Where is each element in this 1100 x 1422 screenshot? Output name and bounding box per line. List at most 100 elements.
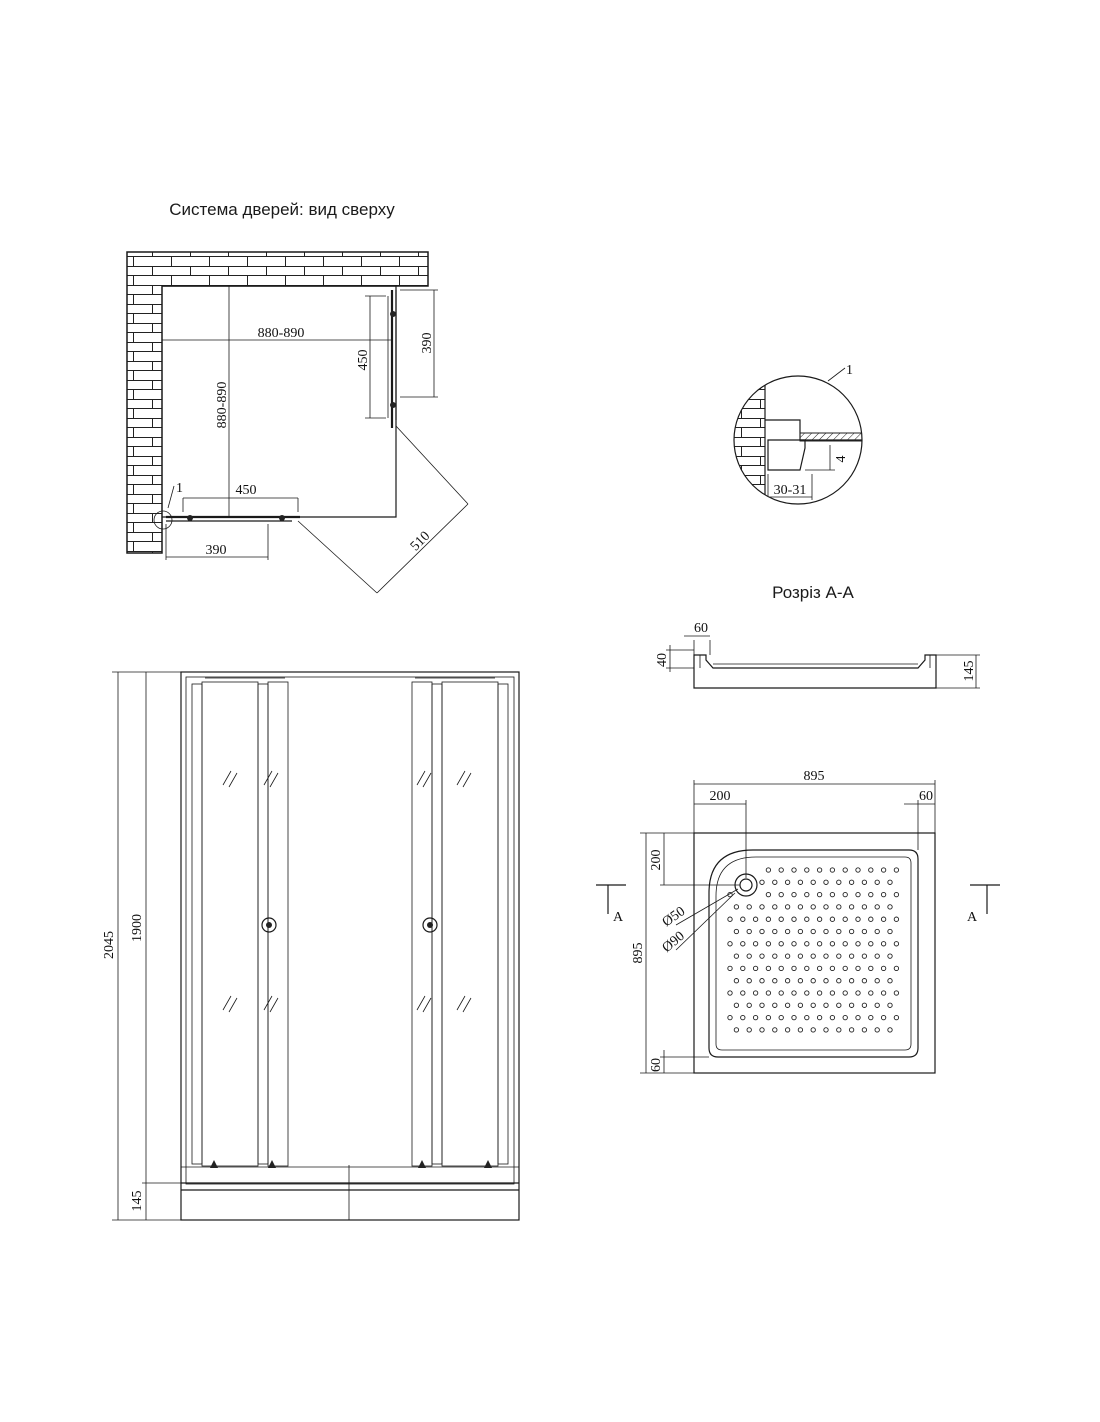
tray-dot	[874, 928, 880, 935]
tray-dot	[727, 990, 733, 996]
tray-dot	[810, 953, 816, 959]
tray-dot	[855, 965, 861, 972]
bottom-door: 450 390	[165, 483, 300, 560]
tray-dot	[893, 1014, 900, 1021]
tray-dot	[868, 941, 874, 947]
section-title: Розріз А-А	[772, 583, 854, 602]
tray-dot	[797, 879, 804, 885]
tray-dot	[810, 1002, 816, 1008]
tray-dot	[823, 978, 829, 984]
tray-dot	[759, 1002, 765, 1008]
tray-dot	[842, 867, 848, 873]
tray-dot	[740, 965, 746, 972]
tray-dot	[855, 916, 861, 922]
tray-dot	[893, 867, 900, 873]
tray-dot	[804, 916, 810, 922]
tray-dot	[778, 867, 784, 873]
tray-dot	[791, 990, 797, 996]
tray-dot	[829, 990, 836, 996]
depth-label: 880-890	[215, 382, 230, 429]
tray-dot	[727, 1014, 733, 1021]
tray-dot	[778, 941, 784, 947]
right-door-handle	[422, 917, 438, 933]
detail-width-label: 30-31	[774, 483, 807, 498]
tray-dot	[893, 891, 900, 898]
drain-d2-label: Ø90	[660, 929, 688, 956]
tray-dot	[880, 891, 887, 898]
tray-dot	[848, 904, 855, 910]
tray-dot	[880, 965, 887, 972]
rim-right-label: 60	[919, 789, 933, 804]
tray-dot	[816, 916, 823, 922]
tray-dot	[733, 978, 740, 984]
section-rim-width-label: 60	[694, 621, 708, 636]
tray-dot	[880, 916, 887, 922]
tray-dot	[733, 928, 740, 935]
detail-circle	[733, 375, 863, 505]
diagonal-ext-2	[297, 520, 378, 594]
detail-depth-label: 4	[834, 456, 849, 463]
tray-dot	[842, 916, 848, 922]
tray-dot	[759, 879, 765, 885]
tray-dot	[752, 941, 759, 947]
tray-dot	[752, 916, 759, 922]
tray-dot	[823, 953, 829, 959]
tray-dot	[778, 1014, 784, 1021]
tray-dot	[797, 953, 804, 959]
tray-dot	[887, 904, 893, 910]
tray-dot	[765, 891, 772, 898]
callout-circle	[153, 510, 173, 530]
tray-dot	[848, 928, 855, 935]
tray-dot	[868, 965, 874, 972]
tray-dot	[810, 1027, 816, 1033]
tray-dot	[752, 965, 759, 972]
tray-dot	[868, 990, 874, 996]
cut-marker-right: A	[967, 884, 1000, 925]
left-door-panels	[191, 677, 289, 1168]
tray-dot	[829, 916, 836, 922]
right-door-opening-label: 450	[356, 350, 371, 371]
detail-callout: 1	[846, 363, 853, 378]
tray-dot	[823, 879, 829, 885]
tray-dot	[829, 965, 836, 972]
tray-dot	[733, 904, 740, 910]
tray-dot	[880, 867, 887, 873]
tray-outline	[693, 832, 936, 1074]
tray-dot	[836, 1002, 842, 1008]
tray-dot	[733, 1002, 740, 1008]
callout-leader	[167, 485, 175, 509]
right-door-panels	[411, 677, 509, 1168]
tray-dot	[778, 916, 784, 922]
diagonal-ext-1	[395, 425, 469, 505]
tray-dot	[784, 904, 791, 910]
tray-dot	[842, 891, 848, 898]
tray-dot	[842, 965, 848, 972]
tray-dot	[893, 916, 900, 922]
tray-dot	[759, 953, 765, 959]
tray-dot	[765, 941, 772, 947]
rim-bottom-label: 60	[649, 1058, 664, 1072]
tray-dot	[810, 904, 816, 910]
tray-dot	[823, 1027, 829, 1033]
tray-dot	[823, 1002, 829, 1008]
tray-depth-label: 895	[631, 943, 646, 964]
bottom-door-opening-label: 450	[236, 483, 257, 498]
tray-dot	[759, 928, 765, 935]
bottom-door-fixed-label: 390	[206, 543, 227, 558]
tray-dot	[868, 867, 874, 873]
detail-leader	[827, 367, 846, 382]
tray-dot	[740, 916, 746, 922]
tray-dot	[836, 953, 842, 959]
tray-dot	[778, 965, 784, 972]
tray-dot	[804, 965, 810, 972]
tray-dot	[861, 978, 868, 984]
tray-dot	[791, 1014, 797, 1021]
tray-dot	[848, 953, 855, 959]
tray-dot	[874, 1002, 880, 1008]
tray-dot	[861, 1002, 868, 1008]
tray-dot	[772, 978, 778, 984]
tray-dot	[778, 990, 784, 996]
front-view: 2045 1900 145	[102, 671, 520, 1221]
tray-dot	[765, 916, 772, 922]
tray-dot	[861, 1027, 868, 1033]
